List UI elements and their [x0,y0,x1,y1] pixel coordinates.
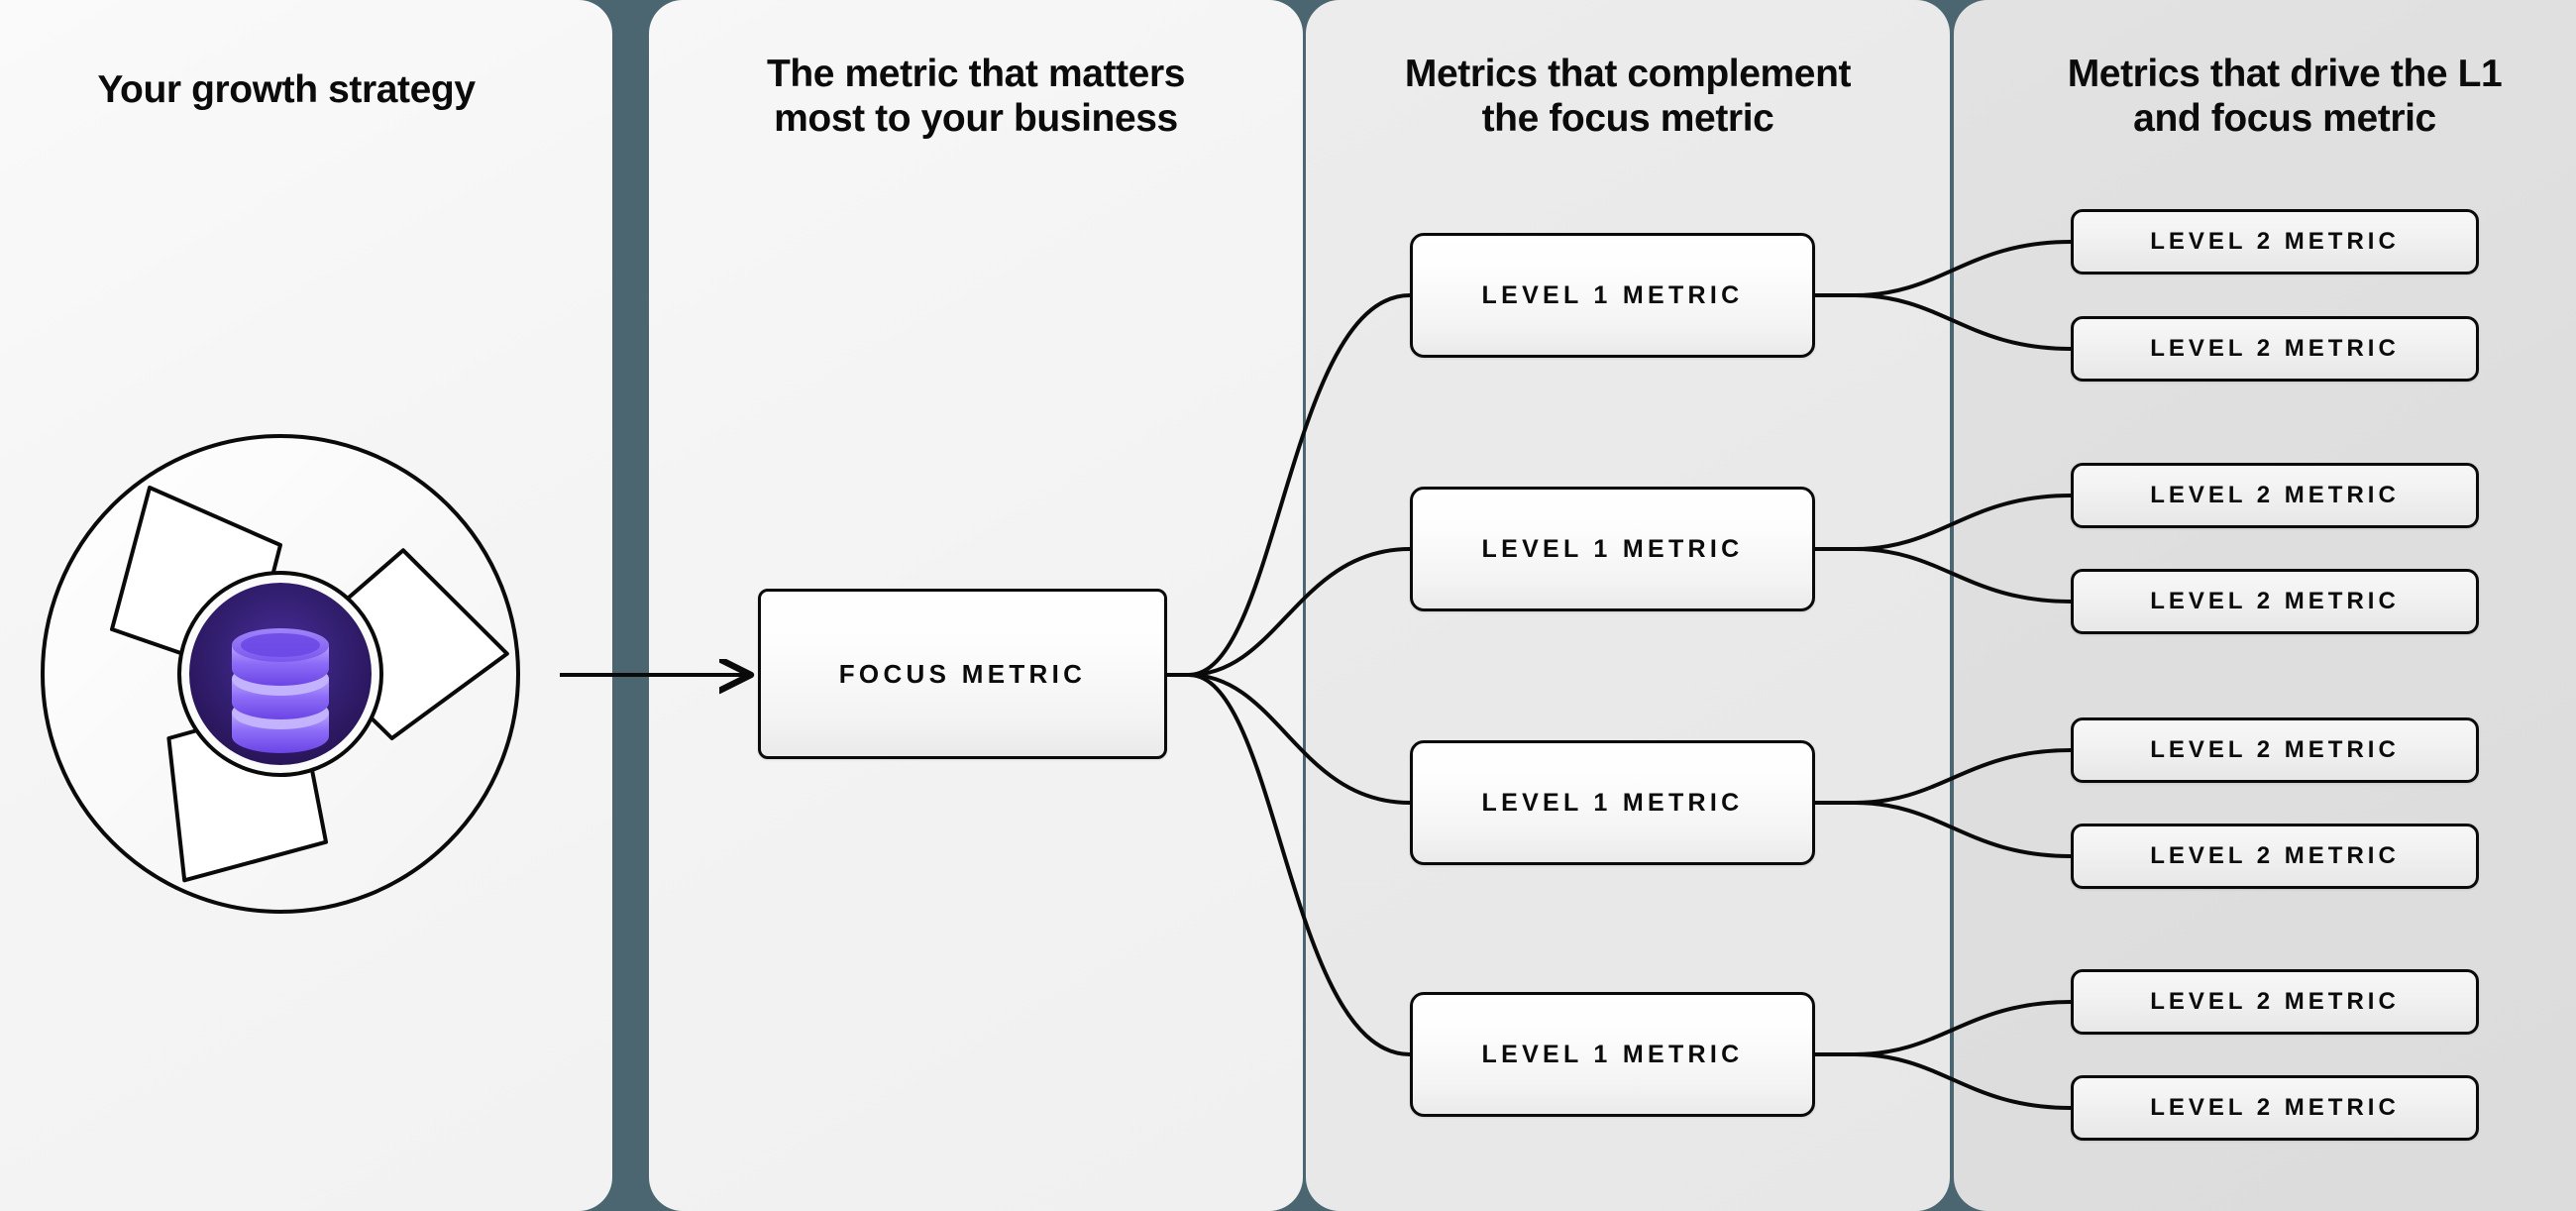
column-title-drive-line2: and focus metric [2133,97,2436,141]
level1-metric-label: LEVEL 1 METRIC [1481,280,1744,309]
column-title-complement-line1: Metrics that complement [1404,53,1852,95]
level1-metric-label: LEVEL 1 METRIC [1481,534,1744,563]
level1-metric-box[interactable]: LEVEL 1 METRIC [1410,233,1815,358]
level1-metric-label: LEVEL 1 METRIC [1481,1040,1744,1068]
level2-metric-label: LEVEL 2 METRIC [2150,335,2400,362]
level2-metric-box[interactable]: LEVEL 2 METRIC [2071,1075,2479,1141]
level2-metric-label: LEVEL 2 METRIC [2150,588,2400,614]
level2-metric-label: LEVEL 2 METRIC [2150,482,2400,508]
database-stack-icon [232,628,329,753]
level1-metric-box[interactable]: LEVEL 1 METRIC [1410,487,1815,611]
column-title-complement: Metrics that complement the focus metric [1306,52,1950,141]
level2-metric-box[interactable]: LEVEL 2 METRIC [2071,824,2479,889]
column-title-focus-line2: most to your business [774,97,1178,141]
level2-metric-box[interactable]: LEVEL 2 METRIC [2071,316,2479,382]
level2-metric-box[interactable]: LEVEL 2 METRIC [2071,569,2479,634]
level1-metric-label: LEVEL 1 METRIC [1481,788,1744,817]
level2-metric-box[interactable]: LEVEL 2 METRIC [2071,717,2479,783]
level2-metric-label: LEVEL 2 METRIC [2150,228,2400,255]
level2-metric-label: LEVEL 2 METRIC [2150,842,2400,869]
focus-metric-label: FOCUS METRIC [838,658,1087,689]
focus-metric-box[interactable]: FOCUS METRIC [758,589,1167,759]
column-title-focus-line1: The metric that matters [766,53,1186,95]
level2-metric-label: LEVEL 2 METRIC [2150,1094,2400,1121]
column-title-complement-line2: the focus metric [1481,97,1774,141]
pinwheel-aperture-graphic [41,434,520,914]
column-title-strategy: Your growth strategy [97,68,476,111]
level2-metric-box[interactable]: LEVEL 2 METRIC [2071,969,2479,1035]
level1-metric-box[interactable]: LEVEL 1 METRIC [1410,740,1815,865]
column-title-drive: Metrics that drive the L1 and focus metr… [1954,52,2576,141]
level1-metric-box[interactable]: LEVEL 1 METRIC [1410,992,1815,1117]
level2-metric-box[interactable]: LEVEL 2 METRIC [2071,209,2479,275]
column-title-focus: The metric that matters most to your bus… [649,52,1303,141]
column-title-drive-line1: Metrics that drive the L1 [2067,53,2503,95]
level2-metric-label: LEVEL 2 METRIC [2150,736,2400,763]
level2-metric-box[interactable]: LEVEL 2 METRIC [2071,463,2479,528]
level2-metric-label: LEVEL 2 METRIC [2150,988,2400,1015]
column-growth-strategy: Your growth strategy [0,0,612,1211]
